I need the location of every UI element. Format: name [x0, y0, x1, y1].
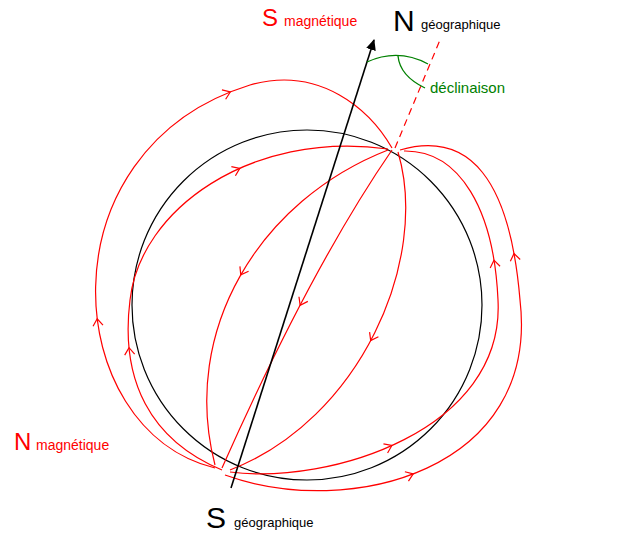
earth-circle — [132, 130, 482, 480]
field-arrow — [124, 347, 135, 355]
pole-letter: N — [14, 430, 31, 454]
geographic-axis — [231, 40, 374, 488]
pole-letter: S — [206, 503, 226, 533]
field-arrow — [366, 332, 378, 343]
pole-label: géographique — [234, 516, 314, 529]
field-arrow — [296, 297, 308, 308]
field-line — [207, 150, 388, 465]
field-arrow — [489, 259, 500, 268]
field-arrow — [383, 441, 394, 453]
field-arrow — [231, 164, 241, 176]
field-arrow — [509, 253, 520, 262]
pole-letter: S — [262, 6, 278, 30]
field-arrow — [222, 87, 232, 99]
pole-label: magnétique — [284, 14, 357, 28]
field-arrow — [92, 318, 103, 326]
field-line — [128, 146, 388, 470]
angle-label: déclinaison — [430, 80, 505, 95]
pole-label: magnétique — [36, 438, 109, 452]
pole-letter: N — [393, 6, 415, 36]
field-line — [230, 152, 406, 470]
field-line — [96, 80, 392, 468]
field-line — [225, 146, 521, 491]
field-arrow — [405, 469, 415, 481]
field-arrow — [236, 266, 248, 277]
declination-bracket — [398, 56, 425, 88]
field-line — [230, 151, 498, 474]
pole-label: géographique — [421, 18, 501, 31]
